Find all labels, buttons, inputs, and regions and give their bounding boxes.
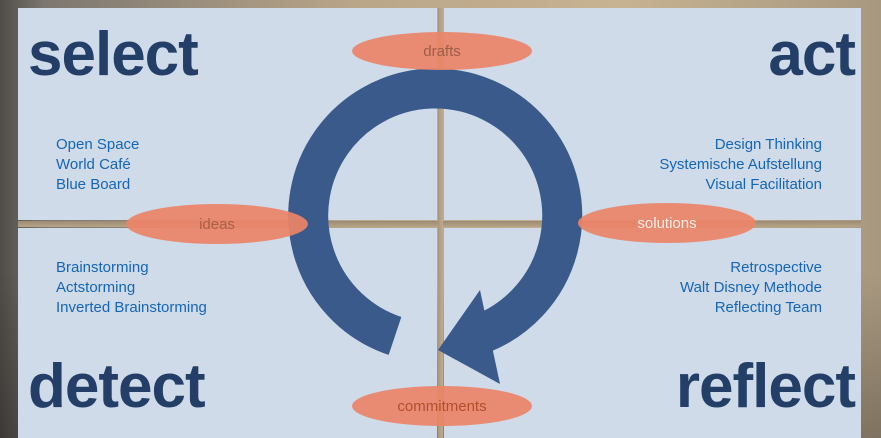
quadrant-title-select: select bbox=[28, 20, 199, 89]
method-item: Reflecting Team bbox=[714, 299, 822, 316]
vertical-divider bbox=[438, 8, 443, 438]
transition-commitments: commitments bbox=[352, 386, 532, 426]
method-item: World Café bbox=[56, 156, 131, 173]
transition-label: ideas bbox=[199, 215, 235, 233]
quadrant-title-reflect: reflect bbox=[675, 352, 856, 421]
cycle-arrowhead bbox=[438, 290, 500, 384]
transition-label: drafts bbox=[423, 42, 461, 60]
quadrant-title-detect: detect bbox=[28, 352, 206, 421]
method-item: Design Thinking bbox=[714, 136, 822, 153]
transition-label: solutions bbox=[637, 214, 697, 232]
method-item: Systemische Aufstellung bbox=[659, 156, 822, 173]
quadrant-title-act: act bbox=[768, 20, 856, 89]
select-methods-list: Open Space World Café Blue Board bbox=[56, 135, 139, 195]
transition-label: commitments bbox=[397, 397, 487, 415]
detect-methods-list: Brainstorming Actstorming Inverted Brain… bbox=[56, 258, 207, 318]
method-item: Blue Board bbox=[56, 176, 131, 193]
act-methods-list: Design Thinking Systemische Aufstellung … bbox=[659, 135, 822, 195]
transition-ideas: ideas bbox=[126, 204, 308, 244]
reflect-methods-list: Retrospective Walt Disney Methode Reflec… bbox=[680, 258, 822, 318]
method-item: Inverted Brainstorming bbox=[56, 299, 207, 316]
method-item: Actstorming bbox=[56, 279, 136, 296]
method-item: Walt Disney Methode bbox=[679, 279, 822, 296]
method-item: Visual Facilitation bbox=[705, 176, 822, 193]
method-item: Open Space bbox=[56, 136, 140, 153]
transition-drafts: drafts bbox=[352, 32, 532, 70]
method-item: Retrospective bbox=[730, 259, 822, 276]
transition-solutions: solutions bbox=[578, 203, 756, 243]
cycle-arc bbox=[288, 68, 583, 355]
method-item: Brainstorming bbox=[56, 259, 149, 276]
